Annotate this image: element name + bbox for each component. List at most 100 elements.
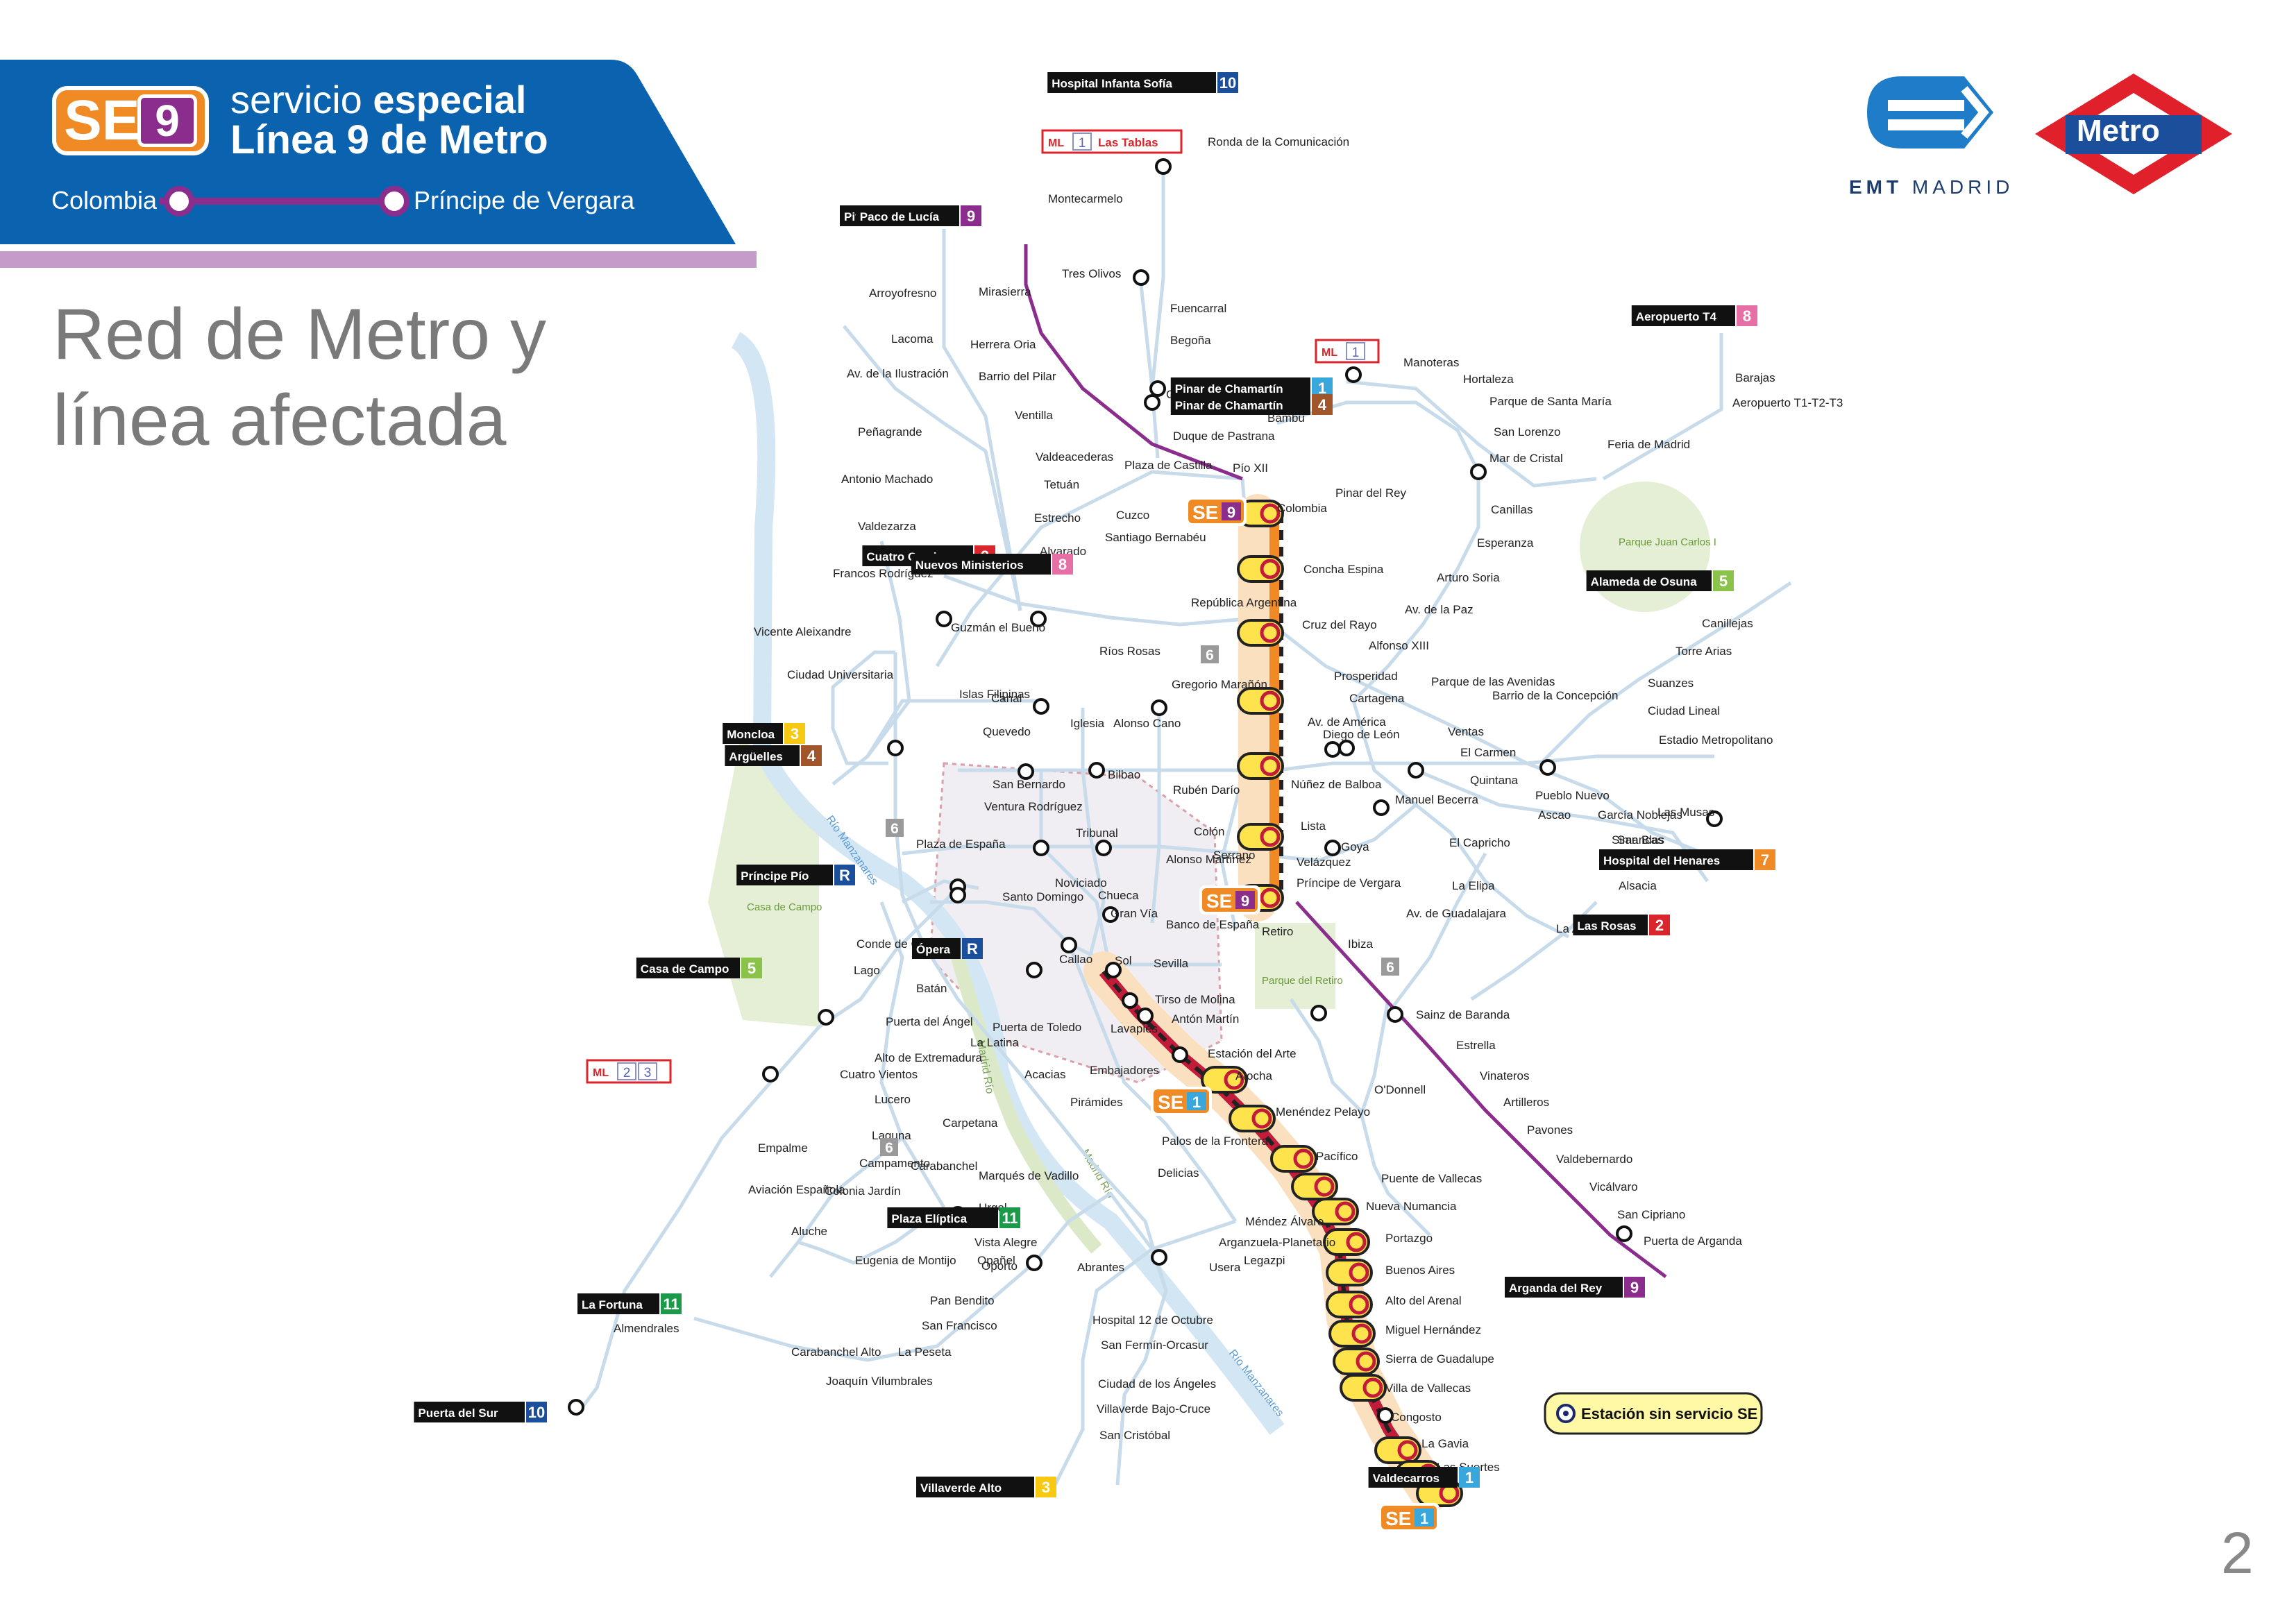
circular-line-badge: 6: [880, 1138, 898, 1156]
metro-logo-icon: [2035, 74, 2232, 194]
station-label: Guzmán el Bueno: [951, 621, 1045, 634]
station-icon-23: [1061, 937, 1077, 953]
station-label: Pío XII: [1233, 461, 1268, 475]
station-label: Núñez de Balboa: [1291, 778, 1382, 791]
emt-bold: EMT: [1849, 176, 1903, 198]
station-label: Acacias: [1024, 1068, 1066, 1081]
station-label: Puente de Vallecas: [1381, 1172, 1482, 1185]
station-label: Velázquez: [1297, 856, 1351, 869]
station-label: Iglesia: [1070, 717, 1105, 730]
station-label: Carabanchel: [911, 1159, 977, 1173]
station-label: Valdeacederas: [1036, 450, 1113, 464]
network-segment-17: [1602, 333, 1723, 481]
station-label: Hortaleza: [1463, 373, 1514, 386]
station-label: Villa de Vallecas: [1385, 1382, 1471, 1395]
ml-line-badge: [1072, 133, 1092, 151]
station-label: San Francisco: [922, 1319, 997, 1332]
station-label: Quintana: [1470, 774, 1519, 787]
page-number: 2: [2221, 1520, 2254, 1586]
station-label: Montecarmelo: [1048, 192, 1123, 205]
station-label: Parque de las Avenidas: [1431, 675, 1555, 688]
station-icon-32: [1026, 1255, 1043, 1271]
station-label: Lacoma: [891, 332, 934, 346]
line-badge-number: 2: [1655, 917, 1664, 934]
station-label: Vista Alegre: [974, 1236, 1037, 1249]
station-label: Peñagrande: [858, 425, 922, 439]
station-label: Alto del Arenal: [1385, 1294, 1462, 1307]
station-label: Sierra de Guadalupe: [1385, 1352, 1494, 1366]
network-segment-1: [1139, 284, 1154, 389]
station-label: Torre Arias: [1675, 645, 1732, 658]
station-label: Av. de América: [1308, 715, 1386, 729]
station-label: Lavapiés: [1111, 1022, 1158, 1035]
se-stop-marker-17: [1340, 1374, 1387, 1402]
station-icon-34: [568, 1399, 584, 1416]
station-label: Diego de León: [1323, 728, 1400, 741]
station-icon-38: [1137, 1008, 1154, 1024]
line-badge: [1312, 394, 1333, 415]
station-label: Barrio del Pilar: [979, 370, 1056, 383]
station-label: Valdebernardo: [1556, 1153, 1632, 1166]
network-segment-32: [1387, 852, 1487, 1014]
station-label: San Cipriano: [1617, 1208, 1685, 1221]
se-badge-text: SE: [64, 89, 140, 152]
station-label: Aluche: [791, 1225, 827, 1238]
station-icon-24: [1105, 962, 1122, 978]
line-badge: [1217, 72, 1238, 93]
station-icon-18: [1095, 840, 1112, 856]
ml-line-number: 2: [623, 1066, 631, 1080]
line-badge: [1649, 915, 1670, 935]
se-stop-icon: [1260, 826, 1281, 847]
station-icon-1: [1133, 269, 1149, 286]
station-icon-14: [1338, 740, 1355, 756]
line-badges: Hospital Infanta Sofía10Pitis7Paco de Lu…: [414, 72, 1775, 1532]
se-stop-marker-8: [1229, 1105, 1276, 1132]
station-label: La Latina: [970, 1036, 1019, 1049]
station-label: Parque de Santa María: [1489, 395, 1612, 408]
station-label: Rubén Darío: [1173, 783, 1240, 797]
station-label: Ronda de la Comunicación: [1208, 135, 1349, 148]
station-icon-35: [1616, 1225, 1632, 1242]
line9-east: [1295, 901, 1667, 1278]
station-icon-9: [1033, 698, 1049, 715]
circular-badge-box: [1381, 958, 1399, 976]
se-stop-marker-9: [1270, 1145, 1317, 1173]
station-label: Alonso Cano: [1113, 717, 1181, 730]
station-label: O'Donnell: [1374, 1083, 1426, 1096]
station-label: Pan Bendito: [930, 1294, 995, 1307]
station-icon-29: [762, 1066, 779, 1082]
station-label: Av. de la Ilustración: [847, 367, 949, 380]
terminus-box: [577, 1293, 659, 1314]
station-label: Retiro: [1262, 925, 1293, 938]
ml-line-badge: [1346, 342, 1365, 360]
station-label: Ciudad Universitaria: [787, 668, 894, 681]
station-label: Legazpi: [1244, 1254, 1285, 1267]
station-label: Abrantes: [1077, 1261, 1124, 1274]
se-stop-icon: [1224, 1069, 1244, 1090]
network-segment-4: [935, 470, 1243, 668]
station-label: Goya: [1341, 840, 1369, 853]
se-stop-marker-2: [1237, 619, 1284, 647]
header-from-station: Colombia: [51, 186, 158, 214]
station-label: Banco de España: [1166, 918, 1260, 931]
station-label: Feria de Madrid: [1607, 438, 1690, 451]
network-segment-31: [1289, 998, 1431, 1237]
station-label: Ciudad Lineal: [1648, 704, 1720, 717]
station-icon-0: [1155, 158, 1172, 175]
station-label: Santo Domingo: [1002, 890, 1083, 903]
line-badge-number: 7: [1761, 851, 1769, 869]
station-label: Colón: [1194, 825, 1224, 838]
terminus-name: Ópera: [916, 943, 951, 956]
station-icon-10: [1151, 699, 1167, 716]
station-icon-40: [1377, 1407, 1394, 1424]
station-label: Cartagena: [1349, 692, 1405, 705]
